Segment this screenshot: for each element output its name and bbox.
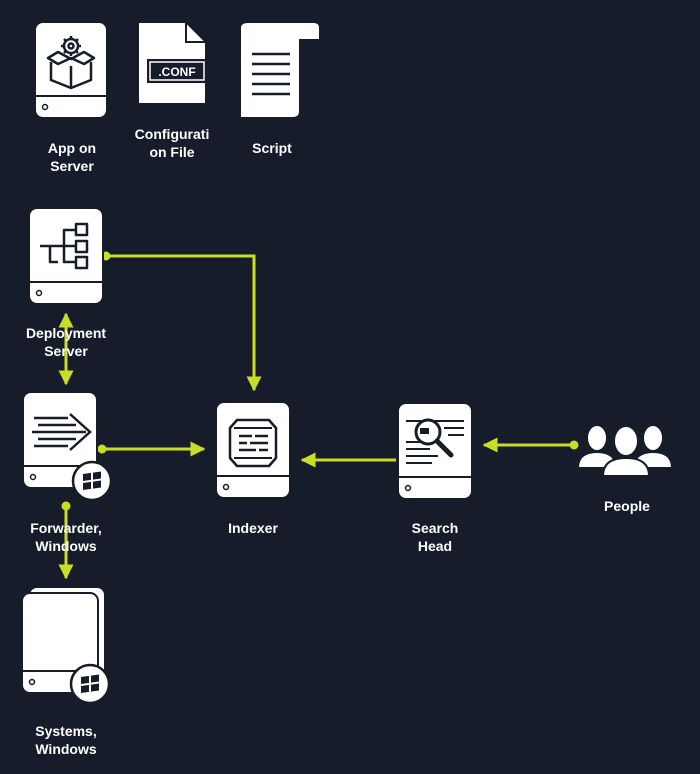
forwarder-node[interactable] — [22, 391, 113, 502]
script-label: Script — [252, 140, 292, 156]
search-head-label: Search Head — [411, 520, 459, 554]
connector-forwarder-to-systems — [58, 501, 74, 580]
file-extension-text: .CONF — [158, 65, 195, 79]
connector-people-to-searchhead — [482, 437, 579, 453]
forwarder-arrow-icon — [32, 413, 92, 451]
magnifier-document-icon — [406, 418, 464, 464]
search-head-node[interactable] — [397, 402, 473, 500]
systems-node[interactable] — [21, 586, 111, 705]
package-gear-icon — [46, 36, 96, 90]
script-scroll-icon — [227, 21, 321, 119]
app-on-server-label: App on Server — [47, 140, 97, 174]
forwarder-label: Forwarder, Windows — [30, 520, 102, 554]
deployment-tree-icon — [40, 222, 89, 270]
windows-logo-icon — [69, 663, 111, 705]
windows-logo-icon — [71, 460, 113, 502]
configuration-file-node[interactable]: .CONF — [137, 21, 207, 105]
indexer-label: Indexer — [228, 520, 278, 536]
conf-file-icon: .CONF — [147, 59, 207, 83]
connector-deployment-to-indexer — [101, 251, 262, 392]
people-label: People — [604, 498, 650, 514]
script-node[interactable] — [227, 21, 321, 119]
deployment-server-node[interactable] — [28, 207, 104, 305]
deployment-server-label: Deployment Server — [25, 325, 107, 359]
systems-label: Systems, Windows — [35, 723, 97, 757]
configuration-file-label: Configurati on File — [134, 126, 210, 160]
indexer-database-icon — [228, 418, 278, 468]
app-on-server-node[interactable] — [34, 21, 108, 119]
connector-forwarder-to-indexer — [97, 441, 206, 457]
indexer-node[interactable] — [215, 401, 291, 499]
people-group-icon[interactable] — [576, 424, 674, 477]
